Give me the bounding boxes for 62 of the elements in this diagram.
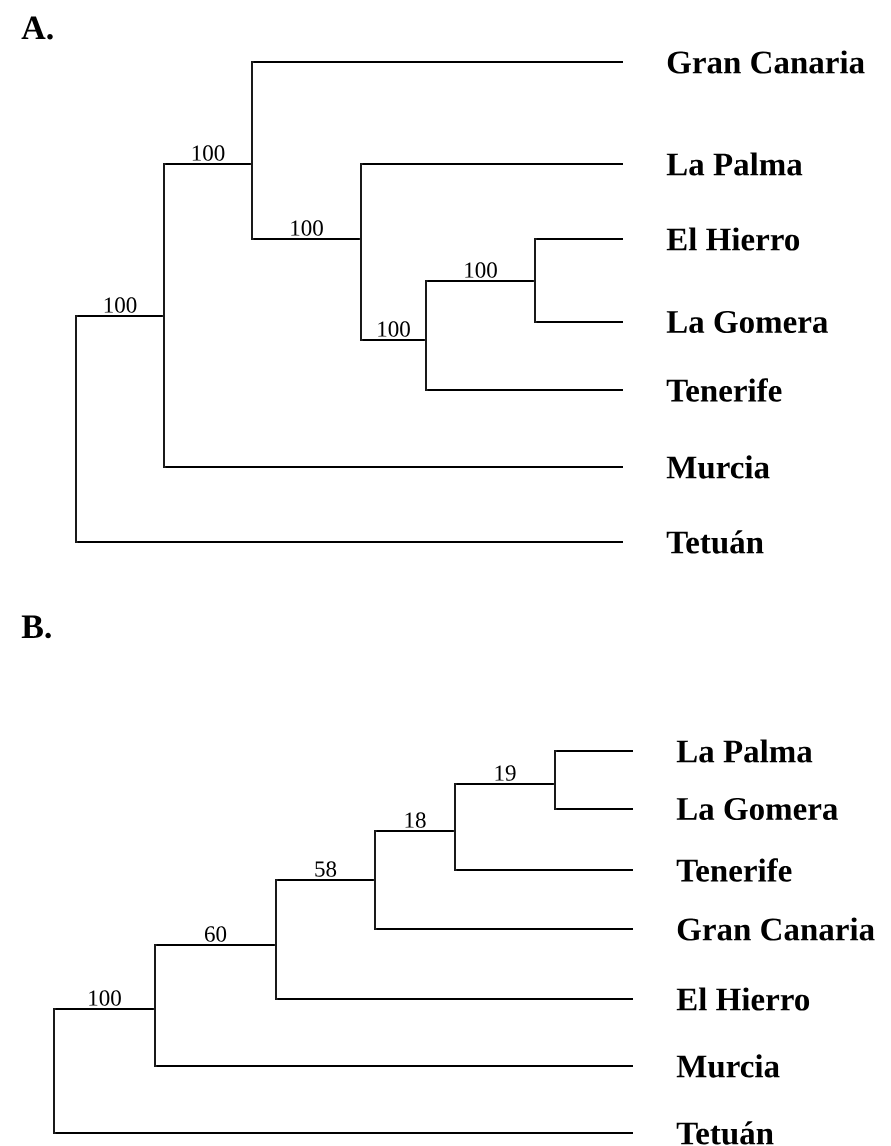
bootstrap-value: 18 xyxy=(402,810,428,830)
branch-line xyxy=(154,944,156,1067)
taxon-label: Tetuán xyxy=(666,530,764,554)
branch-line xyxy=(276,998,634,1000)
branch-line xyxy=(555,808,634,810)
branch-line xyxy=(455,869,634,871)
branch-line xyxy=(155,944,276,946)
branch-line xyxy=(426,389,624,391)
branch-line xyxy=(455,783,555,785)
branch-line xyxy=(252,61,624,63)
taxon-label: La Gomera xyxy=(676,797,838,821)
bootstrap-value: 100 xyxy=(85,988,124,1008)
branch-line xyxy=(374,830,376,930)
branch-line xyxy=(375,928,634,930)
branch-line xyxy=(425,280,427,391)
branch-line xyxy=(54,1008,155,1010)
bootstrap-value: 19 xyxy=(492,763,518,783)
taxon-label: Gran Canaria xyxy=(667,50,865,74)
branch-line xyxy=(275,879,277,1000)
branch-line xyxy=(54,1132,634,1134)
branch-line xyxy=(535,238,624,240)
branch-line xyxy=(163,163,165,468)
branch-line xyxy=(76,315,164,317)
branch-line xyxy=(534,238,536,323)
bootstrap-value: 100 xyxy=(374,319,413,339)
branch-line xyxy=(75,315,77,543)
taxon-label: La Palma xyxy=(666,152,803,176)
branch-line xyxy=(426,280,535,282)
taxon-label: Tetuán xyxy=(676,1121,774,1145)
branch-line xyxy=(76,541,624,543)
taxon-label: La Gomera xyxy=(666,310,828,334)
taxon-label: El Hierro xyxy=(666,227,800,251)
branch-line xyxy=(276,879,375,881)
taxon-label: Tenerife xyxy=(666,378,782,402)
taxon-label: El Hierro xyxy=(676,987,810,1011)
taxon-label: Murcia xyxy=(676,1054,780,1078)
bootstrap-value: 100 xyxy=(189,143,227,163)
branch-line xyxy=(554,750,556,810)
branch-line xyxy=(361,339,426,341)
bootstrap-value: 58 xyxy=(312,859,339,879)
branch-line xyxy=(164,163,252,165)
taxon-label: La Palma xyxy=(676,739,813,763)
panel-letter: A. xyxy=(21,16,53,40)
bootstrap-value: 100 xyxy=(461,260,500,280)
panel-letter: B. xyxy=(21,615,51,639)
branch-line xyxy=(251,61,253,240)
branch-line xyxy=(555,750,634,752)
bootstrap-value: 100 xyxy=(101,295,139,315)
branch-line xyxy=(155,1065,634,1067)
taxon-label: Gran Canaria xyxy=(677,917,875,941)
branch-line xyxy=(361,163,624,165)
bootstrap-value: 100 xyxy=(287,218,326,238)
taxon-label: Tenerife xyxy=(676,858,792,882)
branch-line xyxy=(53,1008,55,1134)
branch-line xyxy=(535,321,624,323)
bootstrap-value: 60 xyxy=(202,924,229,944)
branch-line xyxy=(454,783,456,871)
branch-line xyxy=(164,466,624,468)
branch-line xyxy=(375,830,455,832)
branch-line xyxy=(252,238,361,240)
branch-line xyxy=(360,163,362,341)
taxon-label: Murcia xyxy=(666,455,770,479)
